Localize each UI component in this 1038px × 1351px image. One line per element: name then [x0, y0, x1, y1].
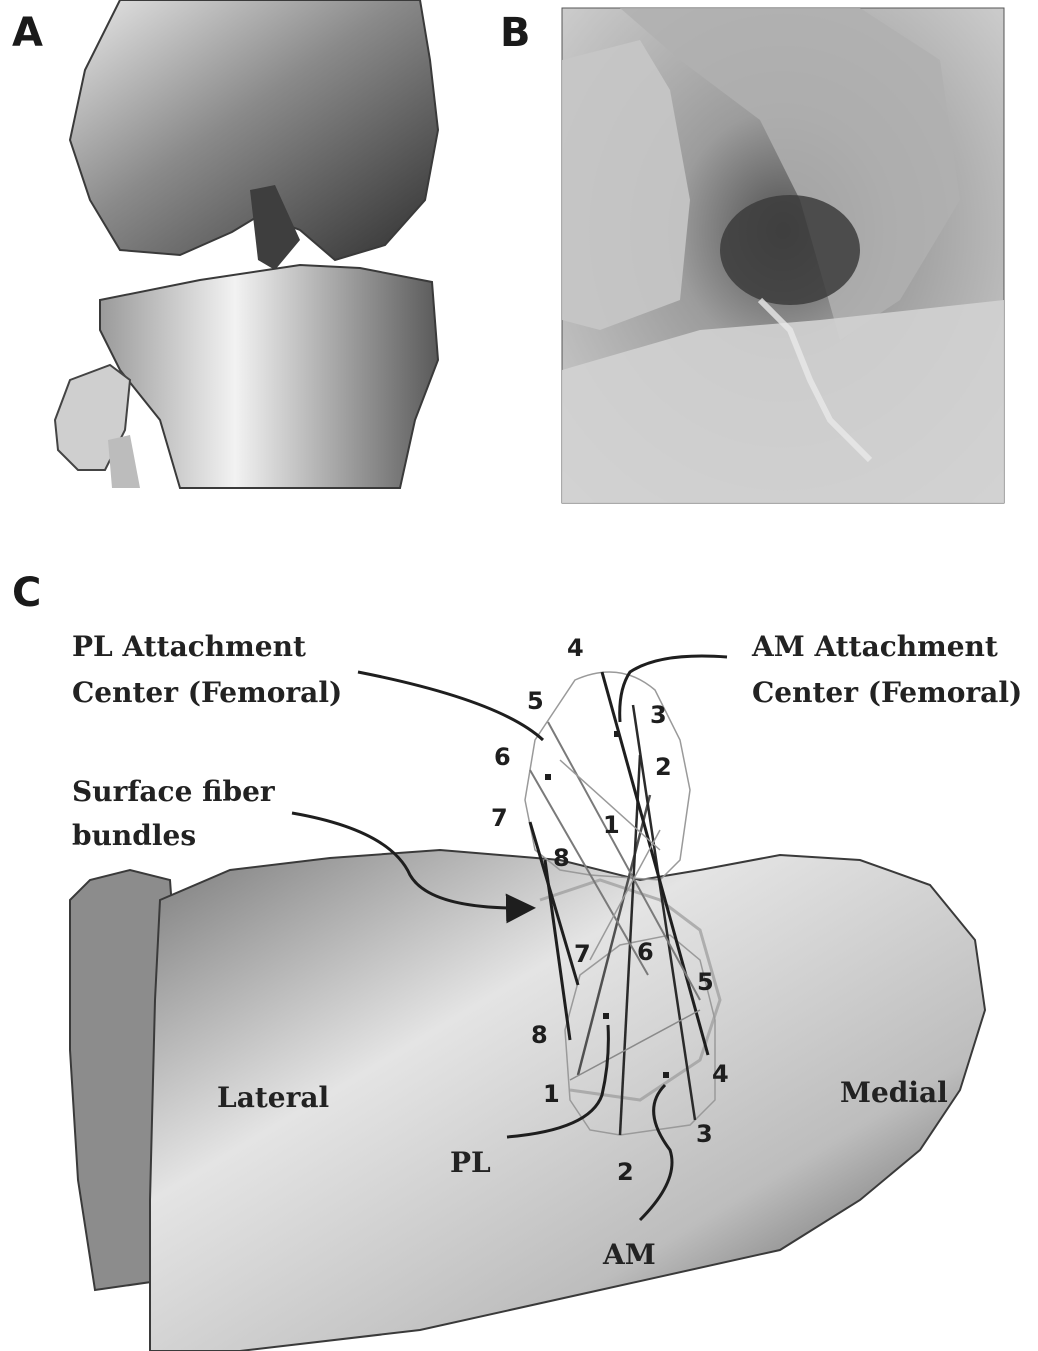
femoral-number-1: 1: [603, 811, 620, 839]
femoral-number-4: 4: [567, 634, 584, 662]
pl-attachment-label-line1: PL Attachment: [72, 630, 306, 663]
femoral-number-2: 2: [655, 753, 672, 781]
pl-attachment-label-line2: Center (Femoral): [72, 676, 342, 709]
tibial-number-8: 8: [531, 1021, 548, 1049]
tibial-number-5: 5: [697, 968, 714, 996]
tibial-number-3: 3: [696, 1120, 713, 1148]
tibial-number-6: 6: [637, 938, 654, 966]
am-tibial-label: AM: [602, 1238, 656, 1271]
panel-c-letter: C: [12, 570, 41, 616]
panel-b: B: [500, 8, 1004, 503]
panel-a-letter: A: [12, 10, 43, 56]
pl-femoral-center-dot: [545, 774, 551, 780]
am-femoral-center-dot: [614, 731, 620, 737]
knee-bone-illustration: [55, 0, 438, 488]
am-attachment-label-line2: Center (Femoral): [752, 676, 1022, 709]
tibial-number-4: 4: [712, 1060, 729, 1088]
panel-c: C: [12, 570, 1022, 1351]
am-attachment-leader: [620, 656, 727, 722]
pl-tibial-label: PL: [450, 1146, 491, 1179]
femoral-number-8: 8: [553, 844, 570, 872]
femoral-number-6: 6: [494, 743, 511, 771]
specimen-photo: [562, 8, 1004, 503]
tibial-number-7: 7: [574, 940, 591, 968]
am-attachment-label-line1: AM Attachment: [751, 630, 998, 663]
tibia-shape: [100, 265, 438, 488]
femoral-number-3: 3: [650, 701, 667, 729]
am-tibial-center-dot: [663, 1072, 669, 1078]
surface-fiber-label-line2: bundles: [72, 819, 196, 852]
panel-a: A: [12, 0, 438, 488]
pl-attachment-leader: [358, 672, 543, 740]
surface-fiber-label-line1: Surface fiber: [72, 775, 276, 808]
lateral-label: Lateral: [217, 1081, 329, 1114]
pl-tibial-center-dot: [603, 1013, 609, 1019]
tibial-number-2: 2: [617, 1158, 634, 1186]
panel-b-letter: B: [500, 10, 531, 56]
tibial-number-1: 1: [543, 1080, 560, 1108]
femoral-number-7: 7: [491, 804, 508, 832]
medial-label: Medial: [840, 1076, 948, 1109]
fibula-shaft: [108, 435, 140, 488]
notch-cavity-photo: [720, 195, 860, 305]
femoral-number-5: 5: [527, 687, 544, 715]
